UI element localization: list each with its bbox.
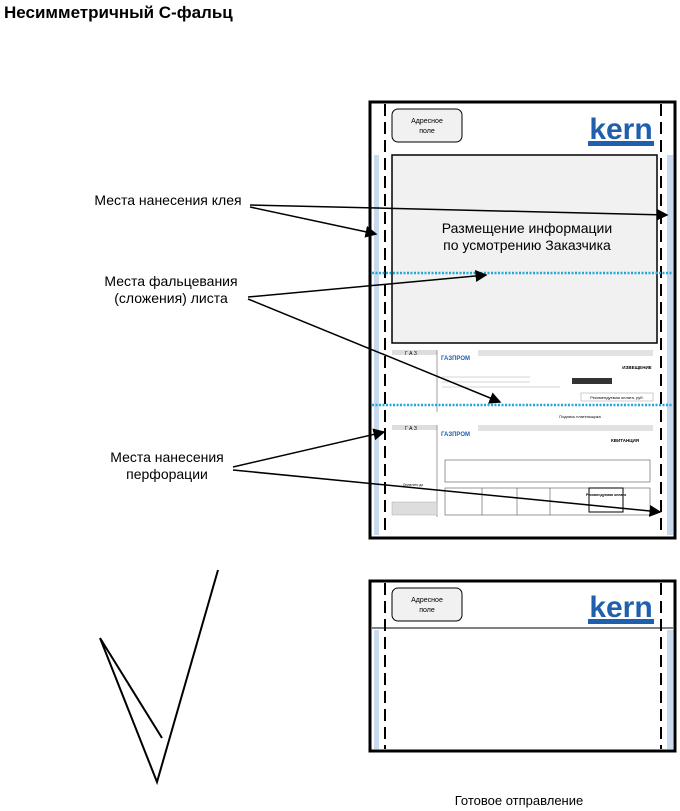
result-caption: Готовое отправление — [455, 793, 583, 808]
svg-text:Подпись плательщика: Подпись плательщика — [559, 414, 601, 419]
address-field — [391, 108, 463, 143]
fold-arrow-1 — [247, 269, 488, 298]
info-text-2: по усмотрению Заказчика — [443, 237, 611, 253]
perforation-label-2: перфорации — [126, 466, 208, 482]
svg-text:поле: поле — [419, 607, 435, 614]
folded-sheet: Адресное поле kern — [368, 579, 677, 753]
fold-arrow-2 — [247, 298, 502, 404]
glue-strip-right — [667, 155, 673, 535]
svg-text:Г А З: Г А З — [405, 351, 417, 357]
fold-label-2: (сложения) листа — [114, 290, 228, 306]
gazprom-logo-2: ГАЗПРОМ — [441, 432, 470, 438]
perforation-arrow-left — [232, 428, 386, 468]
address-label-2: поле — [419, 128, 435, 135]
page-title: Несимметричный С-фальц — [4, 3, 233, 22]
svg-text:Оплатить до: Оплатить до — [403, 483, 424, 487]
gazprom-logo: ГАЗПРОМ — [441, 356, 470, 362]
checkmark-icon — [99, 569, 219, 786]
unfolded-sheet: Адресное поле kern Размещение информации… — [368, 100, 677, 540]
svg-text:Рекомендуемая оплата: Рекомендуемая оплата — [586, 493, 626, 497]
info-text-1: Размещение информации — [442, 220, 612, 236]
svg-text:Адресное: Адресное — [411, 597, 443, 604]
payment-form-notice: Г А З ГАЗПРОМ ИЗВЕЩЕНИЕ Рекомендуемая оп… — [392, 350, 654, 419]
address-field-folded — [391, 587, 463, 622]
kern-logo: kern — [589, 113, 652, 146]
kern-logo-tagline-bar — [588, 141, 654, 146]
perforation-arrow-right — [232, 469, 662, 517]
kern-logo-folded: kern — [589, 591, 652, 624]
glue-arrow-right — [249, 204, 669, 221]
svg-text:Рекомендуемая оплата, руб.: Рекомендуемая оплата, руб. — [590, 395, 643, 400]
glue-strip-left — [374, 155, 379, 535]
fold-label-1: Места фальцевания — [104, 273, 237, 289]
glue-arrow-left — [249, 206, 378, 238]
glue-label: Места нанесения клея — [94, 192, 241, 208]
address-label: Адресное — [411, 118, 443, 125]
payment-form-receipt: Г А З ГАЗПРОМ КВИТАНЦИЯ Рекомендуемая оп… — [391, 425, 653, 517]
perforation-label-1: Места нанесения — [110, 449, 224, 465]
svg-text:ИЗВЕЩЕНИЕ: ИЗВЕЩЕНИЕ — [622, 365, 651, 370]
info-box — [391, 154, 658, 344]
svg-text:КВИТАНЦИЯ: КВИТАНЦИЯ — [611, 438, 639, 443]
svg-text:Г А З: Г А З — [405, 426, 417, 432]
barcode-icon — [572, 378, 612, 384]
